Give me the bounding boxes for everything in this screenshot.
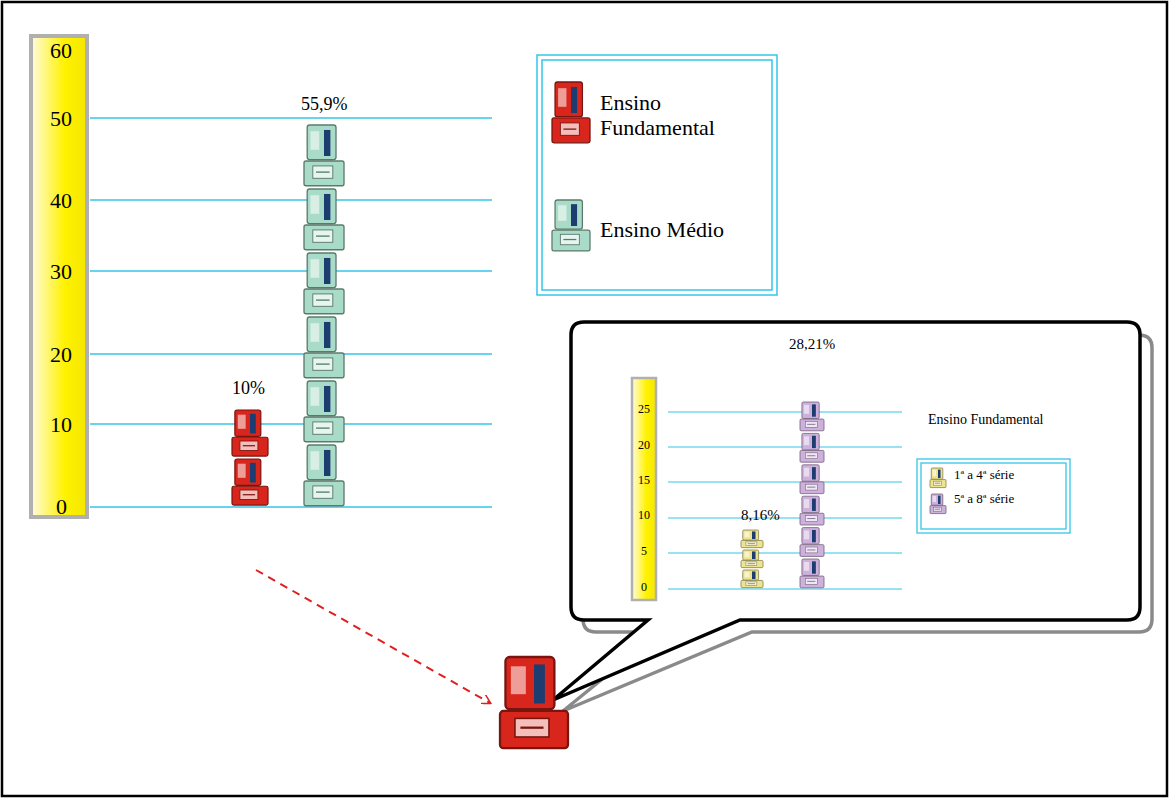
callout-bubble xyxy=(553,322,1140,700)
legend-text: Ensino Médio xyxy=(600,217,770,242)
legend-frame xyxy=(917,459,1070,533)
cash-register-icon xyxy=(552,200,590,251)
cash-register-icon xyxy=(741,530,763,548)
axis-bar xyxy=(31,36,87,517)
legend-text: 5ª a 8ª série xyxy=(954,492,1064,507)
cash-register-icon xyxy=(304,445,344,506)
axis-tick: 10 xyxy=(638,509,650,523)
cash-register-icon xyxy=(800,528,824,557)
axis-tick: 20 xyxy=(50,342,72,367)
icon-layer xyxy=(232,82,946,748)
gridlines xyxy=(668,412,902,589)
cash-register-icon xyxy=(304,381,344,442)
legend-text: 1ª a 4ª série xyxy=(954,468,1064,483)
legend-frame xyxy=(921,463,1066,529)
axis-tick: 5 xyxy=(641,545,647,559)
value-label: 55,9% xyxy=(301,94,348,115)
cash-register-icon xyxy=(741,570,763,588)
legend-frame xyxy=(542,60,772,290)
axis-tick: 30 xyxy=(50,259,72,284)
cash-register-icon xyxy=(741,550,763,568)
cash-register-icon xyxy=(304,125,344,186)
legend-frame xyxy=(537,55,777,295)
cash-register-icon xyxy=(304,317,344,378)
axis-tick: 15 xyxy=(638,474,650,488)
cash-register-icon xyxy=(800,559,824,588)
axis-tick: 50 xyxy=(50,106,72,131)
cash-register-icon xyxy=(930,468,946,488)
axis-tick: 40 xyxy=(50,188,72,213)
gridlines xyxy=(90,118,492,507)
pointer-arrow xyxy=(256,570,490,703)
cash-register-icon xyxy=(304,189,344,250)
cash-register-icon xyxy=(552,82,590,143)
axis-tick: 0 xyxy=(641,581,647,595)
cash-register-icon xyxy=(800,433,824,462)
axis-bar xyxy=(632,378,656,600)
axis-tick: 25 xyxy=(638,403,650,417)
axis-tick: 60 xyxy=(50,38,72,63)
cash-register-icon xyxy=(930,494,946,514)
cash-register-icon xyxy=(800,496,824,525)
value-label: 10% xyxy=(232,378,265,399)
cash-register-icon xyxy=(800,465,824,494)
cash-register-icon xyxy=(232,410,268,456)
legend-text: Ensino Fundamental xyxy=(600,90,760,141)
cash-register-icon xyxy=(500,657,568,748)
cash-register-icon xyxy=(232,459,268,505)
cash-register-icon xyxy=(304,253,344,314)
axis-tick: 10 xyxy=(50,412,72,437)
value-label: 28,21% xyxy=(789,336,835,353)
value-label: 8,16% xyxy=(741,507,780,524)
axis-tick: 20 xyxy=(638,439,650,453)
axis-tick: 0 xyxy=(56,494,67,519)
legend-title: Ensino Fundamental xyxy=(928,412,1044,428)
cash-register-icon xyxy=(800,402,824,431)
